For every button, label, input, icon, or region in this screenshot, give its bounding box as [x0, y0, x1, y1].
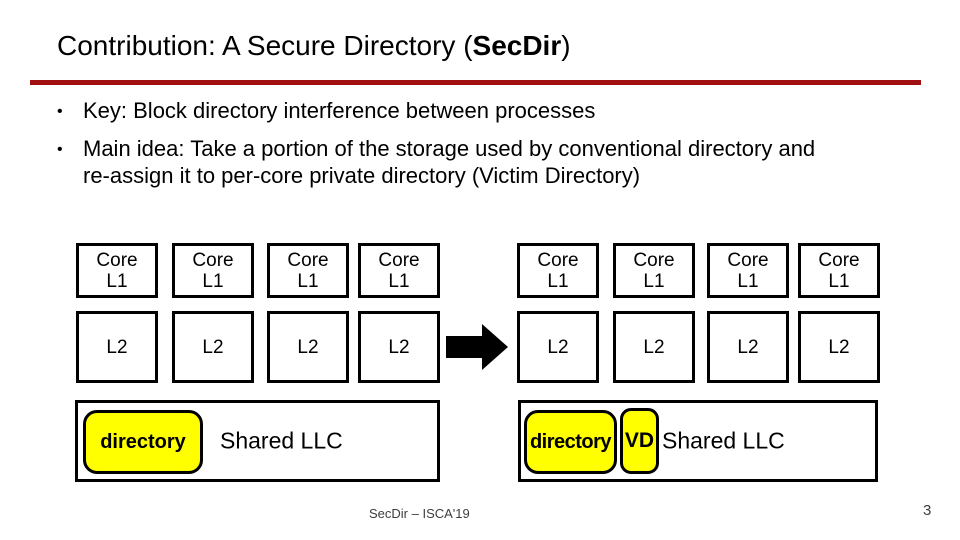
l2-box: L2	[707, 311, 789, 383]
arrow-right-icon	[446, 324, 508, 370]
core-l1-box: Core L1	[613, 243, 695, 298]
core-label: Core	[727, 249, 769, 271]
core-l1-box: Core L1	[172, 243, 254, 298]
l2-label: L2	[388, 336, 410, 358]
l2-label: L2	[643, 336, 665, 358]
l2-label: L2	[547, 336, 569, 358]
shared-llc-label: Shared LLC	[220, 427, 343, 454]
l2-box: L2	[172, 311, 254, 383]
l2-box: L2	[613, 311, 695, 383]
core-label: Core	[633, 249, 675, 271]
l2-box: L2	[76, 311, 158, 383]
slide-title: Contribution: A Secure Directory (SecDir…	[57, 30, 571, 62]
directory-pill: directory	[524, 410, 617, 474]
core-l1-box: Core L1	[707, 243, 789, 298]
l2-box: L2	[358, 311, 440, 383]
l1-label: L1	[828, 270, 850, 292]
slide-title-post: )	[561, 30, 571, 61]
l2-box: L2	[267, 311, 349, 383]
shared-llc-label: Shared LLC	[662, 427, 785, 454]
core-label: Core	[287, 249, 329, 271]
l1-label: L1	[202, 270, 224, 292]
l2-label: L2	[106, 336, 128, 358]
l1-label: L1	[106, 270, 128, 292]
directory-pill: directory	[83, 410, 203, 474]
l2-label: L2	[737, 336, 759, 358]
l2-label: L2	[297, 336, 319, 358]
arrow-shaft	[446, 336, 482, 358]
core-label: Core	[818, 249, 860, 271]
l1-label: L1	[643, 270, 665, 292]
core-label: Core	[96, 249, 138, 271]
l1-label: L1	[297, 270, 319, 292]
footer-caption: SecDir – ISCA'19	[369, 506, 470, 521]
directory-label: directory	[100, 430, 186, 453]
l1-label: L1	[547, 270, 569, 292]
shared-llc-box-left: directory Shared LLC	[75, 400, 440, 482]
l2-box: L2	[798, 311, 880, 383]
core-l1-box: Core L1	[358, 243, 440, 298]
shared-llc-box-right: directory VD Shared LLC	[518, 400, 878, 482]
directory-label: directory	[529, 430, 612, 453]
bullet-item-main-idea-line2: re-assign it to per-core private directo…	[83, 163, 641, 188]
page-number: 3	[923, 502, 932, 519]
bullet-item-main-idea: • Main idea: Take a portion of the stora…	[57, 135, 917, 189]
bullet-icon: •	[57, 141, 63, 158]
core-label: Core	[378, 249, 420, 271]
core-label: Core	[537, 249, 579, 271]
bullet-item-key-text: Key: Block directory interference betwee…	[83, 98, 596, 123]
arrow-head	[482, 324, 508, 370]
l1-label: L1	[388, 270, 410, 292]
bullet-item-key: • Key: Block directory interference betw…	[57, 97, 917, 124]
slide-title-highlight: SecDir	[472, 30, 562, 61]
vd-label: VD	[624, 429, 655, 452]
core-label: Core	[192, 249, 234, 271]
core-l1-box: Core L1	[798, 243, 880, 298]
core-l1-box: Core L1	[267, 243, 349, 298]
bullet-item-main-idea-line1: Main idea: Take a portion of the storage…	[83, 136, 816, 161]
l1-label: L1	[737, 270, 759, 292]
l2-label: L2	[202, 336, 224, 358]
core-l1-box: Core L1	[76, 243, 158, 298]
victim-directory-pill: VD	[620, 408, 659, 474]
slide-title-pre: Contribution: A Secure Directory (	[57, 30, 473, 61]
l2-box: L2	[517, 311, 599, 383]
bullet-list: • Key: Block directory interference betw…	[57, 97, 917, 189]
bullet-icon: •	[57, 103, 63, 120]
core-l1-box: Core L1	[517, 243, 599, 298]
title-accent-rule	[30, 80, 921, 85]
l2-label: L2	[828, 336, 850, 358]
